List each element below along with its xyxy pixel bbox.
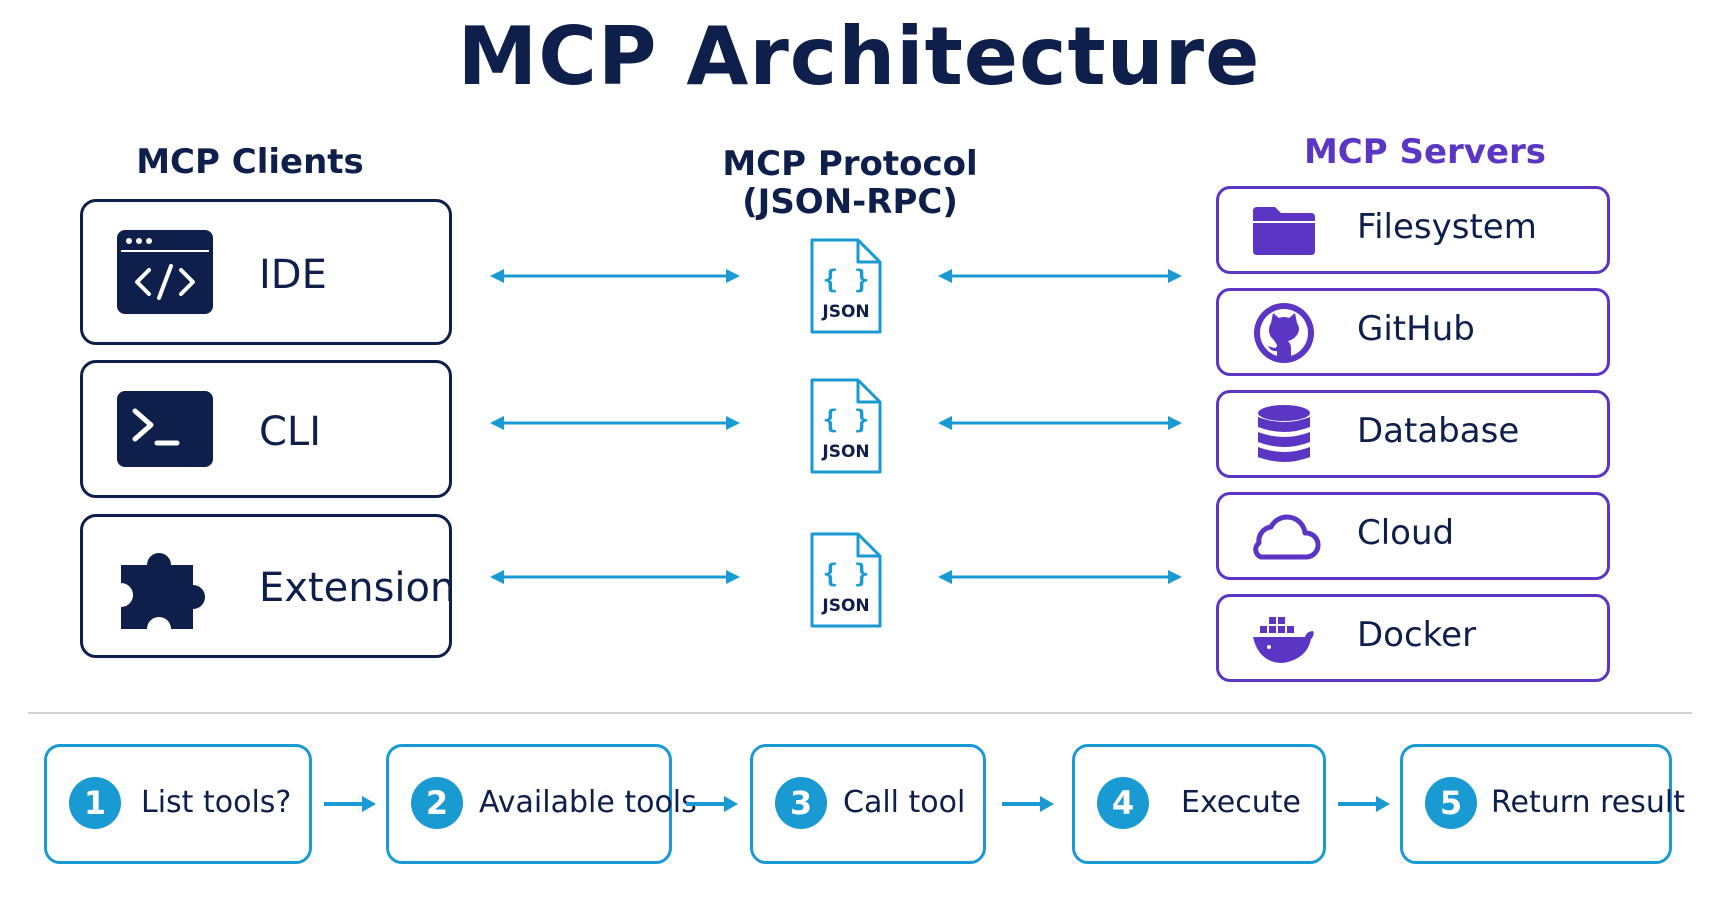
- json-file-icon: { }: [810, 532, 882, 628]
- step-3: 3 Call tool: [750, 744, 986, 864]
- server-docker: Docker: [1216, 594, 1610, 682]
- server-database: Database: [1216, 390, 1610, 478]
- server-label-filesystem: Filesystem: [1357, 207, 1537, 247]
- bidirectional-arrow-3-right: [938, 570, 1182, 584]
- step-label-4: Execute: [1181, 785, 1301, 820]
- arrow-right-icon: [1002, 796, 1054, 812]
- server-label-database: Database: [1357, 411, 1520, 451]
- json-label-2: JSON: [822, 442, 870, 462]
- client-extension: Extension: [80, 514, 456, 658]
- cloud-icon: [1243, 505, 1323, 569]
- protocol-heading: MCP Protocol (JSON-RPC): [660, 145, 1040, 221]
- bidirectional-arrow-2-left: [490, 416, 740, 430]
- server-label-github: GitHub: [1357, 309, 1475, 349]
- svg-text:{ }: { }: [823, 265, 870, 295]
- svg-text:{ }: { }: [823, 405, 870, 435]
- client-ide: IDE: [80, 199, 452, 345]
- folder-icon: [1249, 199, 1319, 263]
- protocol-heading-line2: (JSON-RPC): [742, 182, 958, 222]
- server-github: GitHub: [1216, 288, 1610, 376]
- client-label-extension: Extension: [259, 565, 456, 611]
- json-doc-3: { } JSON: [808, 530, 884, 630]
- step-4: 4 Execute: [1072, 744, 1326, 864]
- client-label-ide: IDE: [259, 252, 327, 298]
- step-label-1: List tools?: [141, 785, 292, 820]
- svg-text:{ }: { }: [823, 559, 870, 589]
- step-number-3: 3: [775, 777, 827, 829]
- database-icon: [1249, 403, 1319, 467]
- terminal-icon: [117, 391, 213, 467]
- step-number-1: 1: [69, 777, 121, 829]
- step-number-5: 5: [1425, 777, 1477, 829]
- step-number-4: 4: [1097, 777, 1149, 829]
- step-1: 1 List tools?: [44, 744, 312, 864]
- code-window-icon: [117, 230, 213, 314]
- step-label-3: Call tool: [843, 785, 966, 820]
- arrow-right-icon: [324, 796, 376, 812]
- json-label-1: JSON: [822, 302, 870, 322]
- server-label-docker: Docker: [1357, 615, 1477, 655]
- json-file-icon: { }: [810, 378, 882, 474]
- json-doc-2: { } JSON: [808, 376, 884, 476]
- section-divider: [28, 712, 1692, 714]
- json-file-icon: { }: [810, 238, 882, 334]
- json-label-3: JSON: [822, 596, 870, 616]
- step-number-2: 2: [411, 777, 463, 829]
- step-2: 2 Available tools: [386, 744, 697, 864]
- arrow-right-icon: [1338, 796, 1390, 812]
- step-label-5: Return result: [1491, 785, 1685, 820]
- puzzle-icon: [117, 539, 213, 633]
- docker-icon: [1249, 607, 1319, 671]
- clients-heading: MCP Clients: [136, 142, 364, 182]
- page-title: MCP Architecture: [457, 10, 1261, 103]
- client-cli: CLI: [80, 360, 452, 498]
- servers-heading: MCP Servers: [1303, 132, 1547, 172]
- server-label-cloud: Cloud: [1357, 513, 1455, 553]
- protocol-heading-line1: MCP Protocol: [722, 144, 978, 184]
- github-icon: [1249, 301, 1319, 365]
- server-cloud: Cloud: [1216, 492, 1610, 580]
- step-5: 5 Return result: [1400, 744, 1685, 864]
- step-label-2: Available tools: [479, 785, 697, 820]
- bidirectional-arrow-1-right: [938, 269, 1182, 283]
- server-filesystem: Filesystem: [1216, 186, 1610, 274]
- bidirectional-arrow-1-left: [490, 269, 740, 283]
- bidirectional-arrow-3-left: [490, 570, 740, 584]
- arrow-right-icon: [686, 796, 738, 812]
- client-label-cli: CLI: [259, 409, 322, 455]
- bidirectional-arrow-2-right: [938, 416, 1182, 430]
- json-doc-1: { } JSON: [808, 236, 884, 336]
